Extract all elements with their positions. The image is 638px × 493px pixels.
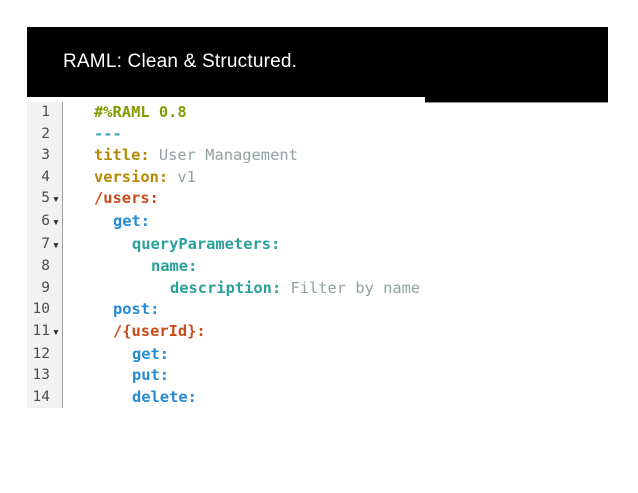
line-number: 13 <box>32 367 50 384</box>
code-token-orange: /users: <box>94 189 159 208</box>
line-number: 8 <box>41 258 50 275</box>
slide-title-bar: RAML: Clean & Structured. <box>27 27 608 103</box>
code-token-gray: Filter by name <box>281 278 421 297</box>
code-line-text: --- <box>63 124 420 146</box>
line-gutter: 5▼ <box>27 188 63 211</box>
fold-arrow-icon[interactable]: ▼ <box>51 326 61 337</box>
line-number: 4 <box>41 168 50 185</box>
title-bar-extension <box>425 97 608 103</box>
code-line: 6▼ get: <box>27 210 420 234</box>
line-number: 2 <box>41 125 50 142</box>
code-token-blue: get: <box>113 211 151 230</box>
code-line-text: description: Filter by name <box>63 278 420 300</box>
code-line-text: put: <box>63 365 420 387</box>
line-gutter: 8 <box>27 256 63 278</box>
line-gutter: 2 <box>27 123 63 146</box>
code-line: 8 name: <box>27 256 420 278</box>
code-line-text: #%RAML 0.8 <box>63 102 420 124</box>
line-number: 1 <box>41 104 50 120</box>
code-line: 7▼ queryParameters: <box>27 233 420 257</box>
code-token-blue: put: <box>132 366 170 385</box>
line-number: 11 <box>32 322 50 339</box>
code-line-text: post: <box>63 299 420 321</box>
code-token-teal: description: <box>170 278 282 297</box>
line-number: 14 <box>32 388 50 405</box>
code-token-gray: User Management <box>149 146 298 165</box>
code-line: 10 post: <box>27 299 420 321</box>
code-line: 14 delete: <box>27 386 420 409</box>
code-token-blue: delete: <box>132 387 197 406</box>
code-line: 13 put: <box>27 365 420 387</box>
code-token-teal: queryParameters: <box>132 234 281 253</box>
line-gutter: 11▼ <box>27 320 63 344</box>
line-gutter: 9 <box>27 277 63 300</box>
line-number: 10 <box>32 301 50 318</box>
code-token-gray: v1 <box>168 167 196 186</box>
line-gutter: 4 <box>27 166 63 189</box>
code-line: 5▼ /users: <box>27 188 420 211</box>
line-number: 9 <box>41 279 50 296</box>
code-line: 1 #%RAML 0.8 <box>27 102 420 124</box>
code-line-text: get: <box>63 211 420 234</box>
line-gutter: 13 <box>27 365 63 387</box>
code-token-orange: /{userId}: <box>113 321 206 340</box>
code-token-blue: post: <box>113 300 160 319</box>
line-number: 12 <box>32 345 50 362</box>
code-token-green: #%RAML 0.8 <box>94 103 187 121</box>
code-line: 2 --- <box>27 123 420 146</box>
code-line-text: version: v1 <box>63 167 420 189</box>
code-token-cyan: --- <box>94 124 122 143</box>
code-line-text: title: User Management <box>63 145 420 167</box>
code-token-yellow: title: <box>94 146 150 165</box>
line-gutter: 3 <box>27 145 63 167</box>
code-line-text: get: <box>63 344 420 366</box>
line-number: 3 <box>41 147 50 164</box>
code-line-text: /{userId}: <box>63 321 420 344</box>
fold-arrow-icon[interactable]: ▼ <box>51 194 61 205</box>
code-token-blue: get: <box>132 344 170 363</box>
slide-title: RAML: Clean & Structured. <box>63 51 298 72</box>
fold-arrow-icon[interactable]: ▼ <box>51 216 61 227</box>
code-line: 3 title: User Management <box>27 145 420 167</box>
code-line: 12 get: <box>27 343 420 366</box>
line-gutter: 12 <box>27 343 63 366</box>
line-gutter: 1 <box>27 102 63 124</box>
line-gutter: 7▼ <box>27 233 63 257</box>
code-token-teal: name: <box>151 257 198 276</box>
line-gutter: 14 <box>27 386 63 409</box>
code-line: 9 description: Filter by name <box>27 277 420 300</box>
code-line-text: /users: <box>63 188 420 211</box>
line-gutter: 10 <box>27 299 63 321</box>
code-line-text: queryParameters: <box>63 234 420 257</box>
code-line-text: delete: <box>63 387 420 409</box>
line-number: 6 <box>41 212 50 229</box>
code-line: 4 version: v1 <box>27 166 420 189</box>
code-line: 11▼ /{userId}: <box>27 320 420 344</box>
code-line-text: name: <box>63 256 420 278</box>
line-number: 7 <box>41 235 50 252</box>
code-token-yellow: version: <box>94 167 169 186</box>
line-number: 5 <box>41 190 50 207</box>
line-gutter: 6▼ <box>27 210 63 234</box>
fold-arrow-icon[interactable]: ▼ <box>51 239 61 250</box>
